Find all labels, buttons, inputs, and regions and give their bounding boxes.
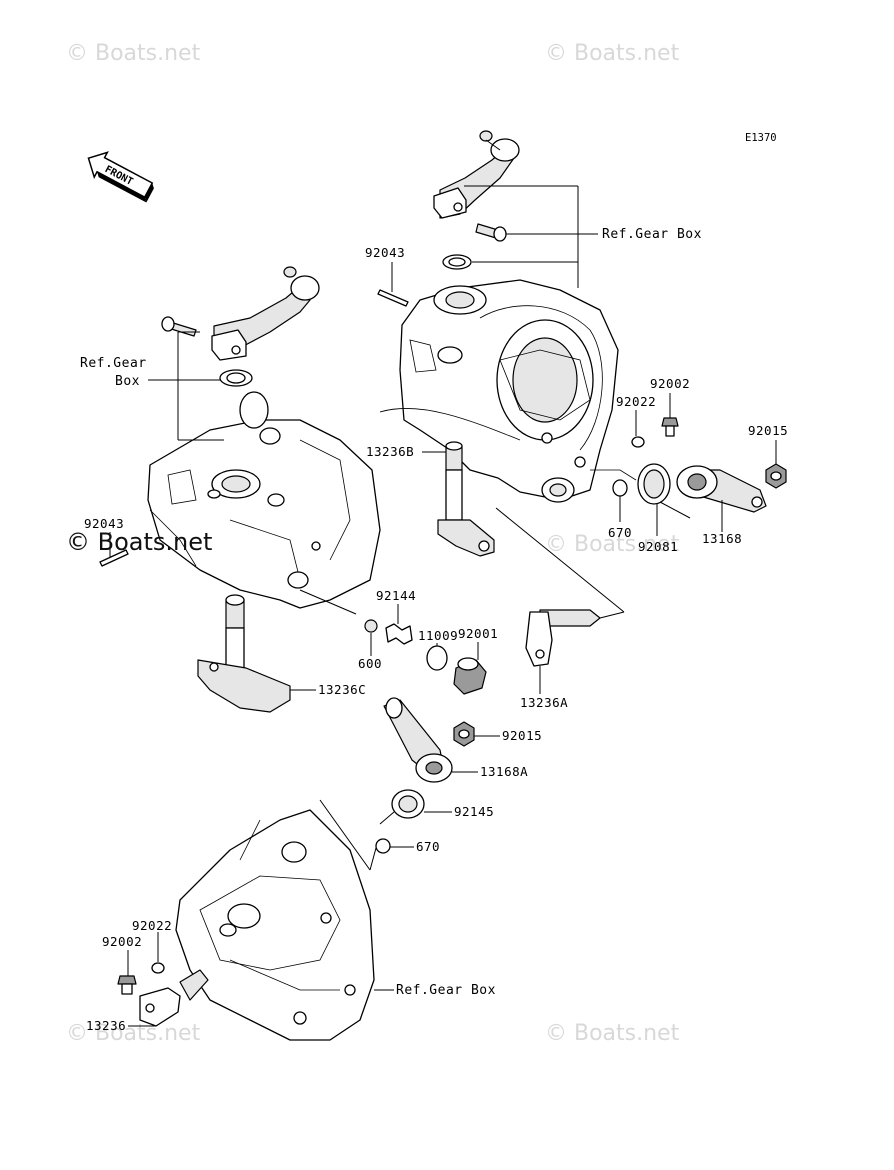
bolt-92002-bottom	[117, 975, 137, 995]
label-92002-bottom: 92002	[102, 934, 142, 949]
label-92043-left: 92043	[84, 516, 124, 531]
label-92081: 92081	[638, 539, 678, 554]
label-92145: 92145	[454, 804, 494, 819]
label-670-top: 670	[608, 525, 632, 540]
watermark-mid-right: © Boats.net	[545, 532, 680, 557]
bolt-92002-top	[661, 417, 679, 437]
label-13236B: 13236B	[366, 444, 414, 459]
label-ref-gear-box-bottom: Ref.Gear Box	[396, 983, 496, 998]
o-ring-670-bottom	[375, 838, 391, 854]
gasket-11009	[426, 645, 448, 671]
spring-92081	[637, 463, 691, 519]
o-ring-670-top	[612, 479, 628, 497]
leader-lines	[109, 185, 777, 1027]
label-92144: 92144	[376, 588, 416, 603]
ball-600	[364, 619, 378, 633]
watermark-mid-left: © Boats.net	[66, 528, 212, 556]
label-92001: 92001	[458, 626, 498, 641]
plug-92001	[453, 657, 487, 695]
diagram-code: E1370	[745, 132, 777, 144]
part-labels: Ref.Gear Box Ref.Gear Box Ref.Gear Box 9…	[80, 227, 788, 1033]
shift-shaft-13236C	[197, 594, 291, 713]
upper-gear-case	[377, 130, 637, 503]
shift-shaft-13236A	[525, 609, 601, 667]
shift-shaft-13236B	[437, 441, 495, 557]
pin-92043-left	[99, 549, 129, 567]
label-92015-top: 92015	[748, 423, 788, 438]
left-gear-case	[147, 266, 381, 609]
label-ref-gear-left-2: Box	[115, 374, 140, 389]
label-670-bottom: 670	[416, 839, 440, 854]
washer-92022-bottom	[151, 962, 165, 974]
front-arrow-icon: FRONT	[87, 151, 154, 203]
watermark-bottom-right: © Boats.net	[545, 1021, 680, 1046]
watermark-top-right: © Boats.net	[545, 41, 680, 66]
arm-13168A	[383, 697, 453, 783]
spring-92144	[385, 623, 413, 645]
watermark-bottom-left: © Boats.net	[66, 1021, 201, 1046]
label-92015-mid: 92015	[502, 728, 542, 743]
label-92022-top: 92022	[616, 394, 656, 409]
label-13236: 13236	[86, 1018, 126, 1033]
label-ref-gear-left-1: Ref.Gear	[80, 356, 147, 371]
watermark-top-left: © Boats.net	[66, 41, 201, 66]
spring-92145	[379, 789, 425, 825]
washer-92022-top	[631, 436, 645, 448]
label-92043-top: 92043	[365, 245, 405, 260]
label-13168A: 13168A	[480, 764, 528, 779]
shift-shaft-13236	[139, 969, 209, 1027]
label-13236C: 13236C	[318, 682, 366, 697]
label-92002-top: 92002	[650, 376, 690, 391]
label-11009: 11009	[418, 628, 458, 643]
nut-92015-mid	[453, 721, 475, 747]
lower-gear-case	[175, 809, 375, 1041]
label-600: 600	[358, 656, 382, 671]
label-13236A: 13236A	[520, 695, 568, 710]
label-92022-bottom: 92022	[132, 918, 172, 933]
label-ref-gear-box-top: Ref.Gear Box	[602, 227, 702, 242]
arm-13168	[676, 465, 767, 513]
label-13168: 13168	[702, 531, 742, 546]
nut-92015-top	[765, 463, 787, 489]
watermarks: © Boats.net © Boats.net © Boats.net © Bo…	[66, 41, 680, 1046]
